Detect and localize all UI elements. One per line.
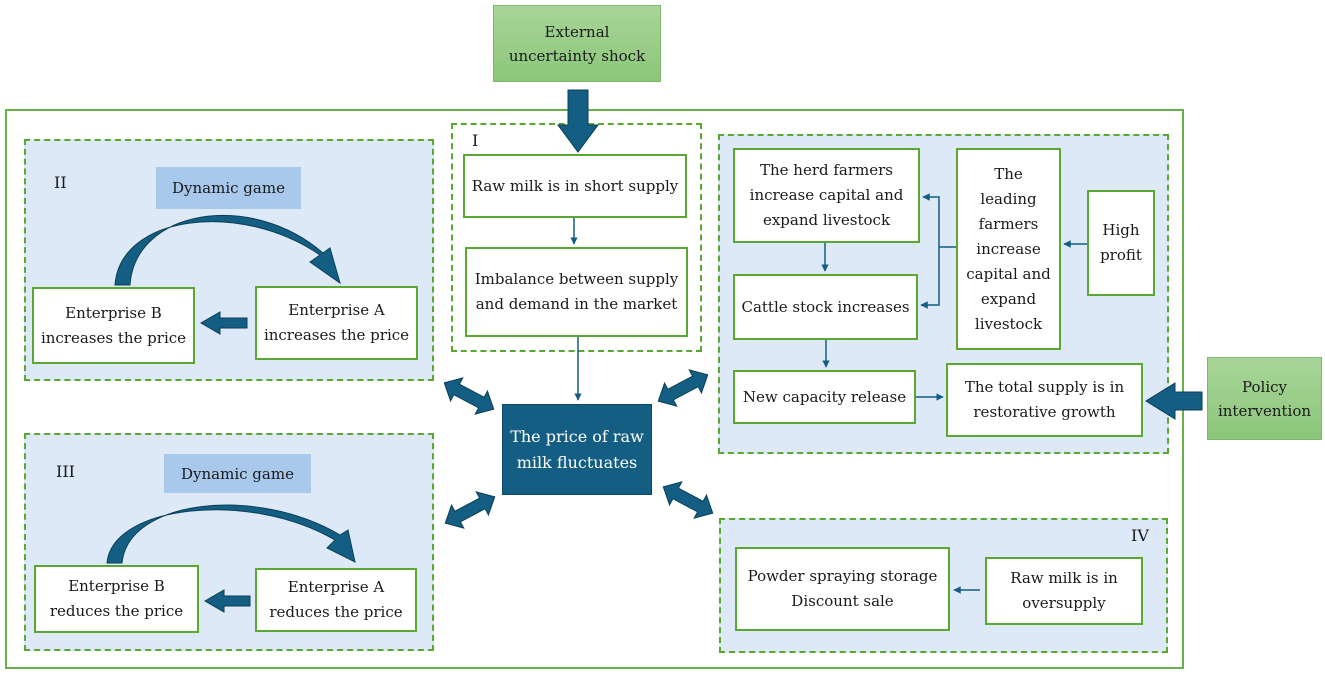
short-supply-box: Raw milk is in short supply xyxy=(463,154,687,218)
powder-storage-box: Powder spraying storage Discount sale xyxy=(735,547,950,631)
external-uncertainty-shock-box: External uncertainty shock xyxy=(493,5,661,82)
high-profit-box: High profit xyxy=(1087,190,1155,296)
policy-intervention-box: Policy intervention xyxy=(1207,357,1322,440)
cattle-stock-box: Cattle stock increases xyxy=(733,274,918,340)
leading-farmers-box: The leading farmers increase capital and… xyxy=(956,148,1061,350)
price-fluctuates-box: The price of raw milk fluctuates xyxy=(502,404,652,495)
panel-iv-numeral: IV xyxy=(1131,526,1149,545)
panel-ii-enterprise-b-box: Enterprise B increases the price xyxy=(32,287,195,364)
panel-i-numeral: I xyxy=(472,131,479,150)
oversupply-box: Raw milk is in oversupply xyxy=(985,557,1143,625)
herd-farmers-box: The herd farmers increase capital and ex… xyxy=(733,148,920,243)
total-supply-box: The total supply is in restorative growt… xyxy=(946,363,1143,437)
panel-ii-numeral: II xyxy=(54,173,67,192)
panel-iii-dynamic-game-label: Dynamic game xyxy=(164,454,311,493)
panel-iii-enterprise-a-box: Enterprise A reduces the price xyxy=(255,568,417,632)
panel-iii-numeral: III xyxy=(56,462,75,481)
panel-ii-dynamic-game-label: Dynamic game xyxy=(156,167,301,209)
new-capacity-box: New capacity release xyxy=(733,370,916,424)
panel-ii-enterprise-a-box: Enterprise A increases the price xyxy=(255,286,418,360)
imbalance-box: Imbalance between supply and demand in t… xyxy=(465,247,688,337)
panel-iii-enterprise-b-box: Enterprise B reduces the price xyxy=(34,565,199,633)
